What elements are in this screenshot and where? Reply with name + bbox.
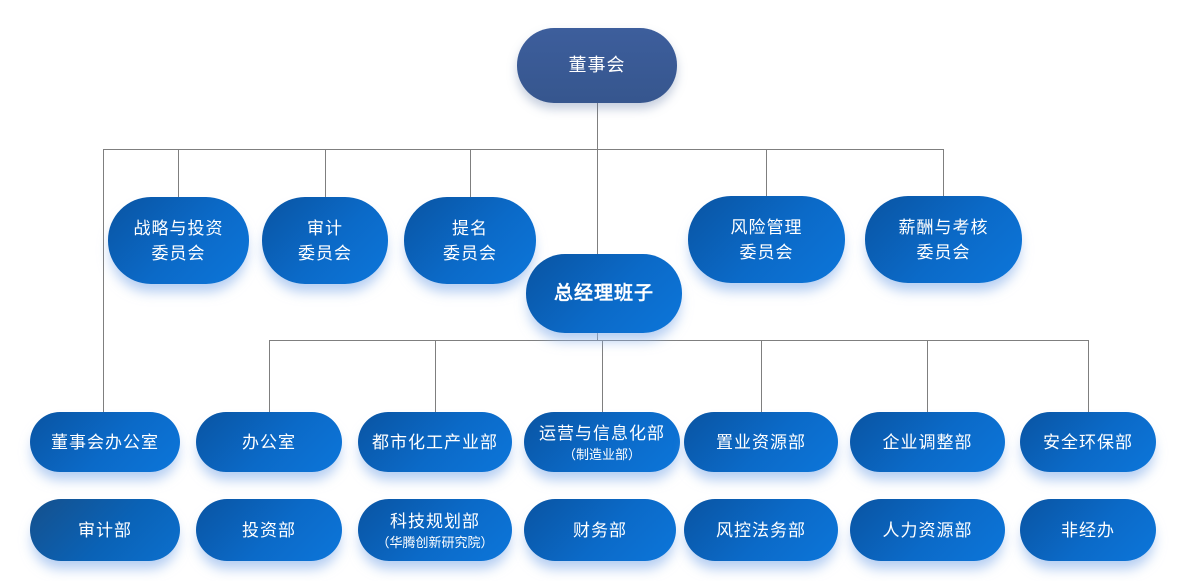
- node-dept-finance: 财务部: [524, 499, 676, 561]
- connector-line: [766, 149, 767, 196]
- node-label: 战略与投资: [133, 218, 224, 238]
- node-gm-team: 总经理班子: [526, 254, 682, 333]
- connector-line: [470, 149, 471, 197]
- connector-line: [927, 340, 928, 412]
- node-label: 运营与信息化部: [539, 424, 665, 443]
- node-label: 委员会: [916, 242, 971, 262]
- connector-line: [597, 333, 598, 340]
- node-label: 人力资源部: [882, 520, 973, 540]
- node-label: 委员会: [443, 243, 497, 263]
- node-label: 办公室: [242, 432, 296, 452]
- connector-line: [435, 340, 436, 412]
- connector-line: [597, 103, 598, 149]
- connector-line: [325, 149, 326, 197]
- node-label: 财务部: [573, 520, 627, 540]
- node-label: 委员会: [298, 243, 352, 263]
- node-dept-audit: 审计部: [30, 499, 180, 561]
- node-dept-operations-informatization: 运营与信息化部 （制造业部）: [524, 412, 680, 472]
- node-label: 企业调整部: [882, 432, 973, 452]
- node-label: 安全环保部: [1043, 432, 1133, 452]
- node-label: 非经办: [1061, 520, 1115, 540]
- node-label: 总经理班子: [553, 283, 654, 304]
- node-sublabel: （华腾创新研究院）: [376, 535, 494, 550]
- connector-line: [761, 340, 762, 412]
- connector-line: [597, 149, 598, 254]
- connector-line: [103, 149, 104, 412]
- node-dept-investment: 投资部: [196, 499, 342, 561]
- connector-line: [943, 149, 944, 196]
- node-label: 提名: [452, 218, 488, 238]
- connector-line: [269, 340, 270, 412]
- node-dept-urban-chemical-industry: 都市化工产业部: [358, 412, 512, 472]
- node-label: 董事会: [568, 55, 626, 75]
- node-label: 薪酬与考核: [898, 217, 989, 237]
- node-dept-risk-control-legal: 风控法务部: [684, 499, 838, 561]
- node-committee-nomination: 提名 委员会: [404, 197, 536, 284]
- node-label: 委员会: [739, 242, 794, 262]
- node-label: 委员会: [151, 243, 206, 263]
- connector-line: [178, 149, 179, 197]
- node-dept-office: 办公室: [196, 412, 342, 472]
- node-committee-risk-management: 风险管理 委员会: [688, 196, 845, 283]
- node-committee-audit: 审计 委员会: [262, 197, 388, 284]
- node-dept-enterprise-adjustment: 企业调整部: [850, 412, 1005, 472]
- node-dept-non-operating-office: 非经办: [1020, 499, 1156, 561]
- node-dept-tech-planning: 科技规划部 （华腾创新研究院）: [358, 499, 512, 561]
- node-committee-strategy-investment: 战略与投资 委员会: [108, 197, 249, 284]
- node-label: 风险管理: [730, 217, 803, 237]
- node-label: 审计部: [78, 520, 132, 540]
- connector-line: [1088, 340, 1089, 412]
- node-label: 董事会办公室: [51, 432, 159, 452]
- node-label: 科技规划部: [390, 512, 480, 531]
- node-dept-safety-environment: 安全环保部: [1020, 412, 1156, 472]
- node-committee-compensation-assessment: 薪酬与考核 委员会: [865, 196, 1022, 283]
- connector-line: [103, 149, 944, 150]
- node-dept-property-resources: 置业资源部: [684, 412, 838, 472]
- node-board-of-directors: 董事会: [517, 28, 677, 103]
- node-label: 投资部: [242, 520, 296, 540]
- connector-line: [602, 340, 603, 412]
- node-label: 风控法务部: [716, 520, 806, 540]
- node-label: 审计: [307, 218, 343, 238]
- node-dept-human-resources: 人力资源部: [850, 499, 1005, 561]
- node-dept-board-office: 董事会办公室: [30, 412, 180, 472]
- connector-line: [269, 340, 1089, 341]
- node-sublabel: （制造业部）: [562, 447, 641, 462]
- node-label: 置业资源部: [716, 432, 806, 452]
- node-label: 都市化工产业部: [372, 432, 498, 452]
